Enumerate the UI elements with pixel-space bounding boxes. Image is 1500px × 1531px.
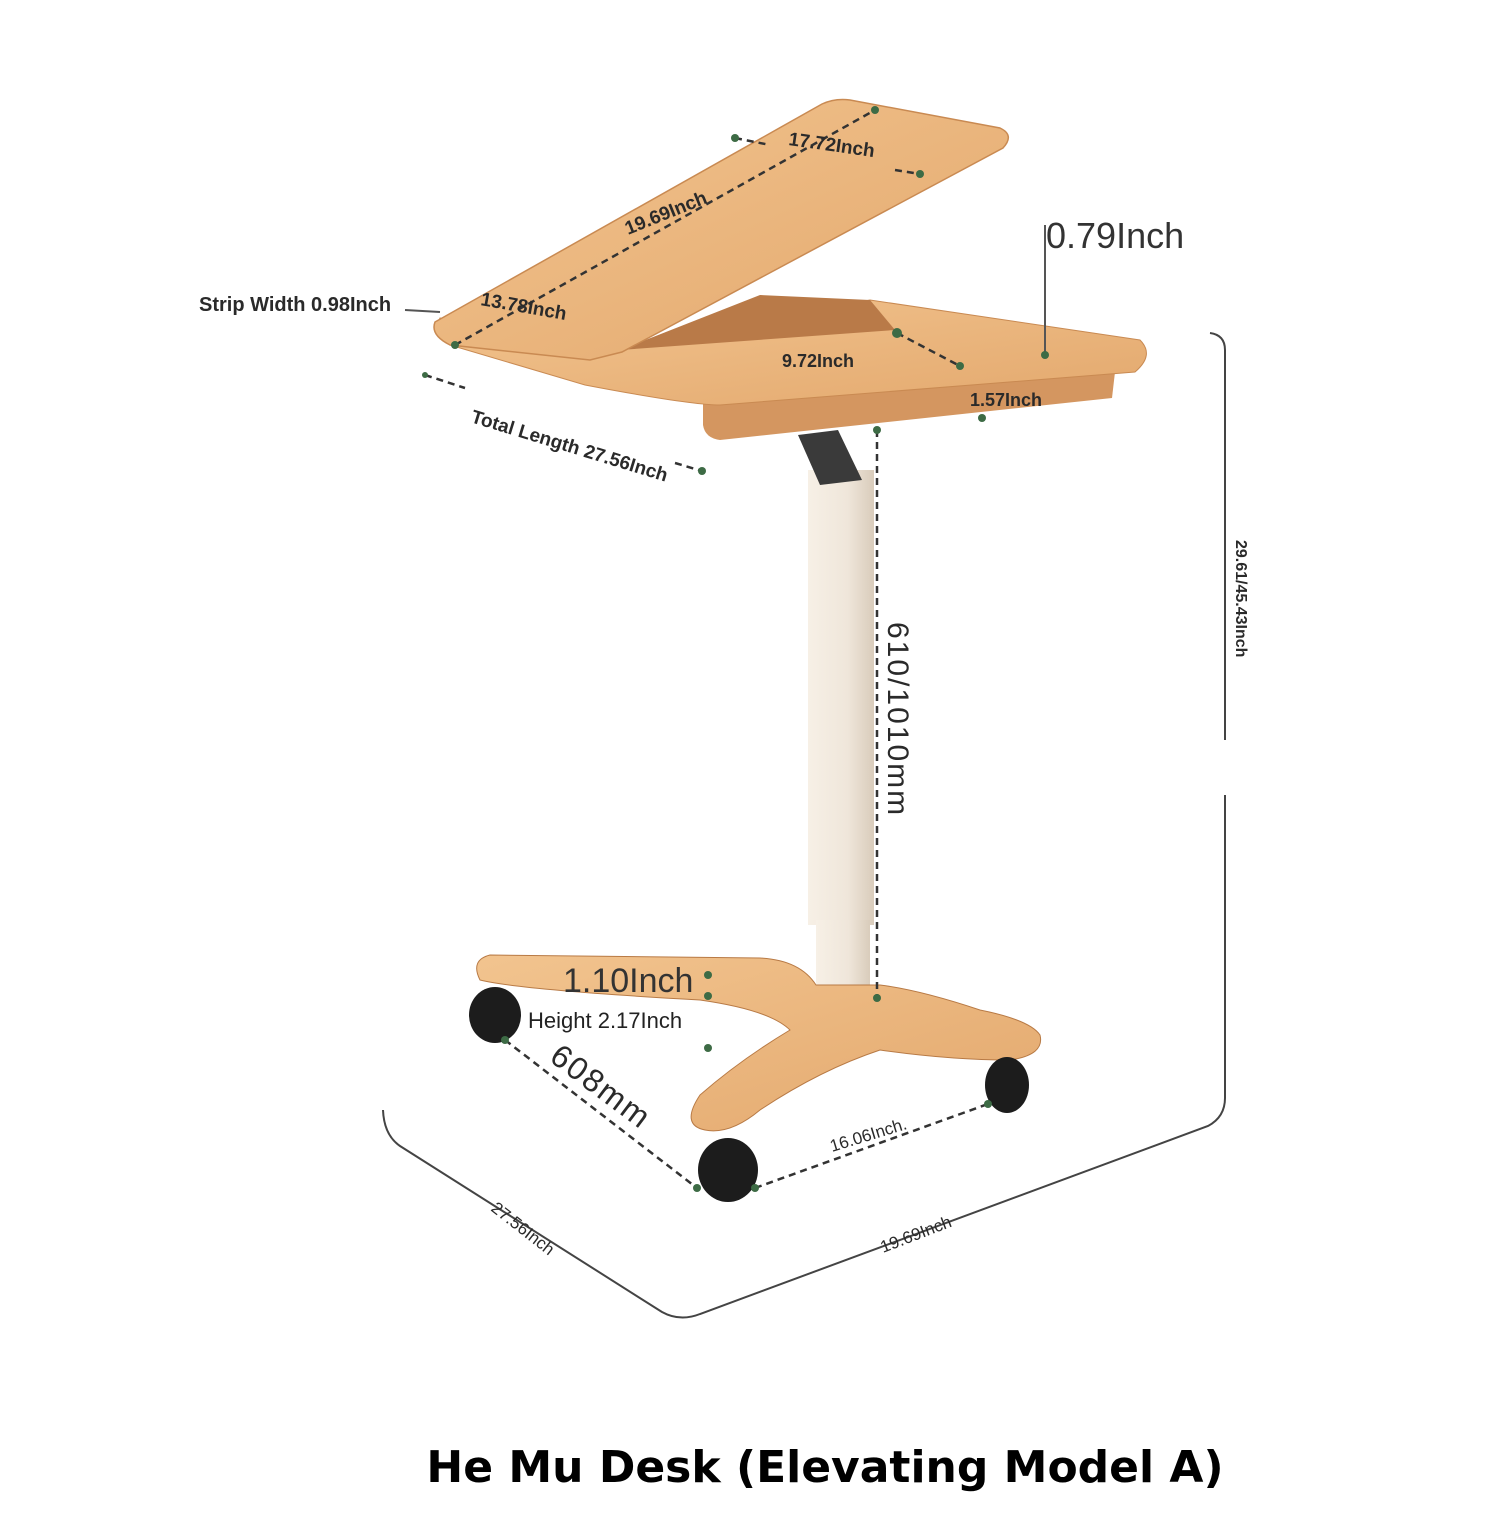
desk-apron xyxy=(703,372,1115,440)
lift-column xyxy=(798,430,874,1000)
dimension-lines xyxy=(404,106,1049,1192)
floor-outline xyxy=(382,332,1226,1319)
label-side-tray: 9.72Inch xyxy=(782,351,854,371)
base-tripod xyxy=(476,954,1042,1132)
label-total-length: Total Length 27.56Inch xyxy=(469,407,671,487)
label-overall-height: 29.61/45.43Inch xyxy=(1232,540,1249,657)
label-base-thickness: 1.10Inch xyxy=(563,962,693,1000)
label-thickness: 0.79Inch xyxy=(1046,215,1184,256)
wheel xyxy=(698,1138,758,1202)
wheel xyxy=(985,1057,1029,1113)
label-floor-width: 19.69Inch xyxy=(878,1212,955,1257)
wheels xyxy=(469,987,1029,1202)
wheel xyxy=(469,987,521,1043)
product-title: He Mu Desk (Elevating Model A) xyxy=(426,1442,1224,1493)
desk-top-tilting xyxy=(433,98,1009,361)
label-floor-depth: 27.56Inch xyxy=(488,1198,559,1259)
label-wheel-span: 16.06Inch. xyxy=(828,1114,909,1155)
label-column-height: 610/1010mm xyxy=(881,622,914,817)
label-apron: 1.57Inch xyxy=(970,390,1042,410)
label-base-length-mm: 608mm xyxy=(544,1037,659,1136)
tray-recess xyxy=(620,295,895,350)
label-strip-width: Strip Width 0.98Inch xyxy=(199,294,391,316)
label-base-height: Height 2.17Inch xyxy=(528,1008,682,1033)
